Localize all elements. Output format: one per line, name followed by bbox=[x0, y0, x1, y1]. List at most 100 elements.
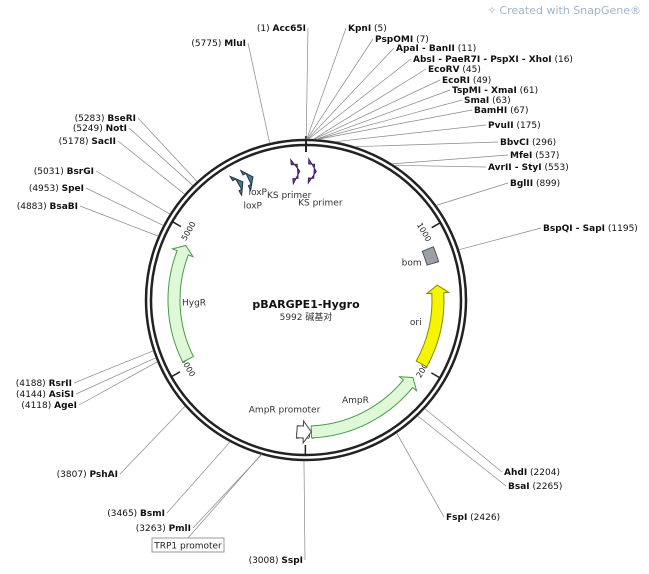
site-position: (49) bbox=[470, 76, 491, 86]
site-position: (11) bbox=[455, 44, 476, 54]
site-label-right-6: TspMI - XmaI (61) bbox=[452, 86, 538, 96]
site-position: (2265) bbox=[530, 482, 563, 492]
site-name: MluI bbox=[224, 39, 246, 49]
site-label-left-3: (5249) NotI bbox=[73, 124, 127, 134]
site-position: (61) bbox=[517, 86, 538, 96]
site-name: PmlI bbox=[169, 524, 191, 534]
site-position: (553) bbox=[542, 163, 569, 173]
plasmid-name: pBARGPE1-Hygro bbox=[252, 298, 360, 311]
site-leader-left-11 bbox=[119, 405, 186, 475]
site-label-right-0: KpnI (5) bbox=[348, 24, 387, 34]
site-leader-left-8 bbox=[73, 350, 154, 384]
site-name: BglII bbox=[510, 179, 533, 189]
site-name: EcoRV bbox=[428, 65, 460, 75]
site-leader-right-3 bbox=[308, 58, 412, 140]
ampr-promoter-arrow bbox=[295, 419, 312, 445]
site-label-right-10: BbvCI (296) bbox=[500, 138, 556, 148]
tick-5000 bbox=[171, 220, 182, 228]
ampr-label: AmpR bbox=[342, 396, 369, 406]
site-leader-right-1 bbox=[306, 38, 374, 140]
restriction-site-labels: KpnI (5)PspOMI (7)ApaI - BanII (11)AbsI … bbox=[16, 24, 638, 566]
bom-label: bom bbox=[402, 258, 422, 268]
site-leader-right-0 bbox=[306, 27, 347, 140]
site-name: ApaI - BanII bbox=[396, 44, 455, 54]
site-name: SacII bbox=[91, 137, 116, 147]
site-label-right-4: EcoRV (45) bbox=[428, 65, 481, 75]
site-label-left-13: (3263) PmlI bbox=[136, 524, 191, 534]
site-name: KpnI bbox=[348, 24, 371, 34]
site-position: (5) bbox=[371, 24, 387, 34]
site-name: AsiSI bbox=[49, 390, 74, 400]
site-position: (16) bbox=[552, 55, 573, 65]
loxp-label-2: loxP bbox=[243, 202, 262, 212]
trp1-promoter-leader bbox=[187, 453, 263, 539]
loxp-label-1: loxP bbox=[248, 188, 267, 198]
watermark-text: Created with SnapGene® bbox=[499, 4, 641, 17]
site-leader-right-2 bbox=[307, 47, 395, 140]
site-label-right-9: PvuII (175) bbox=[488, 121, 541, 131]
site-leader-left-14 bbox=[303, 460, 306, 561]
site-leader-left-3 bbox=[128, 127, 194, 186]
site-name: BsrGI bbox=[67, 167, 94, 177]
site-position: (3807) bbox=[57, 470, 90, 480]
site-name: PvuII bbox=[488, 121, 514, 131]
site-leader-right-7 bbox=[316, 99, 463, 140]
site-position: (45) bbox=[460, 65, 481, 75]
site-label-left-8: (4188) RsrII bbox=[16, 379, 72, 389]
site-name: FspI bbox=[446, 513, 467, 523]
tick-4000 bbox=[170, 371, 181, 378]
site-name: NotI bbox=[106, 124, 127, 134]
site-name: Acc65I bbox=[272, 24, 306, 34]
site-label-left-6: (4953) SpeI bbox=[29, 184, 84, 194]
site-name: BspQI - SapI bbox=[543, 224, 605, 234]
site-name: MfeI bbox=[510, 151, 532, 161]
ampr-promoter-label: AmpR promoter bbox=[249, 405, 321, 415]
site-leader-right-12 bbox=[394, 164, 487, 168]
site-position: (4118) bbox=[21, 401, 54, 411]
loxp-arrow-1 bbox=[228, 175, 244, 197]
site-leader-left-9 bbox=[75, 357, 156, 395]
site-label-left-0: (1) Acc65I bbox=[257, 24, 306, 34]
site-position: (5283) bbox=[75, 114, 108, 124]
site-position: (4188) bbox=[16, 379, 49, 389]
site-name: TspMI - XmaI bbox=[452, 86, 517, 96]
site-name: BamHI bbox=[474, 106, 507, 116]
site-name: BseRI bbox=[107, 114, 136, 124]
ori-label: ori bbox=[410, 318, 422, 328]
site-name: AhdI bbox=[504, 468, 527, 478]
hygr-arrow bbox=[167, 244, 195, 363]
site-name: SspI bbox=[281, 556, 303, 566]
site-leader-right-6 bbox=[316, 89, 451, 140]
site-label-right-17: FspI (2426) bbox=[446, 513, 500, 523]
site-label-right-15: AhdI (2204) bbox=[504, 468, 560, 478]
site-position: (5178) bbox=[59, 137, 92, 147]
site-label-left-14: (3008) SspI bbox=[249, 556, 303, 566]
site-leader-right-17 bbox=[396, 432, 445, 518]
site-leader-right-10 bbox=[355, 141, 499, 148]
site-leader-right-8 bbox=[317, 109, 473, 140]
site-name: RsrII bbox=[49, 379, 72, 389]
site-label-left-11: (3807) PshAI bbox=[57, 470, 118, 480]
site-leader-left-2 bbox=[137, 117, 198, 182]
ks-primer-label-1: KS primer bbox=[267, 191, 312, 201]
site-label-right-3: AbsI - PaeR7I - PspXI - XhoI (16) bbox=[413, 55, 573, 65]
site-leader-right-16 bbox=[417, 415, 507, 487]
site-name: AbsI - PaeR7I - PspXI - XhoI bbox=[413, 55, 552, 65]
site-label-right-1: PspOMI (7) bbox=[375, 35, 429, 45]
site-position: (4953) bbox=[29, 184, 62, 194]
site-label-right-12: AvrII - StyI (553) bbox=[488, 163, 569, 173]
site-leader-lines bbox=[73, 27, 542, 561]
site-position: (175) bbox=[514, 121, 541, 131]
site-name: PshAI bbox=[89, 470, 118, 480]
site-position: (2426) bbox=[467, 513, 500, 523]
site-leader-right-5 bbox=[314, 79, 441, 140]
site-label-right-13: BglII (899) bbox=[510, 179, 560, 189]
site-name: AgeI bbox=[54, 401, 77, 411]
site-position: (2204) bbox=[527, 468, 560, 478]
site-name: BsmI bbox=[140, 509, 165, 519]
tick-1000 bbox=[431, 222, 441, 229]
site-position: (67) bbox=[507, 106, 528, 116]
ks-primer-arrow-2 bbox=[307, 157, 317, 185]
